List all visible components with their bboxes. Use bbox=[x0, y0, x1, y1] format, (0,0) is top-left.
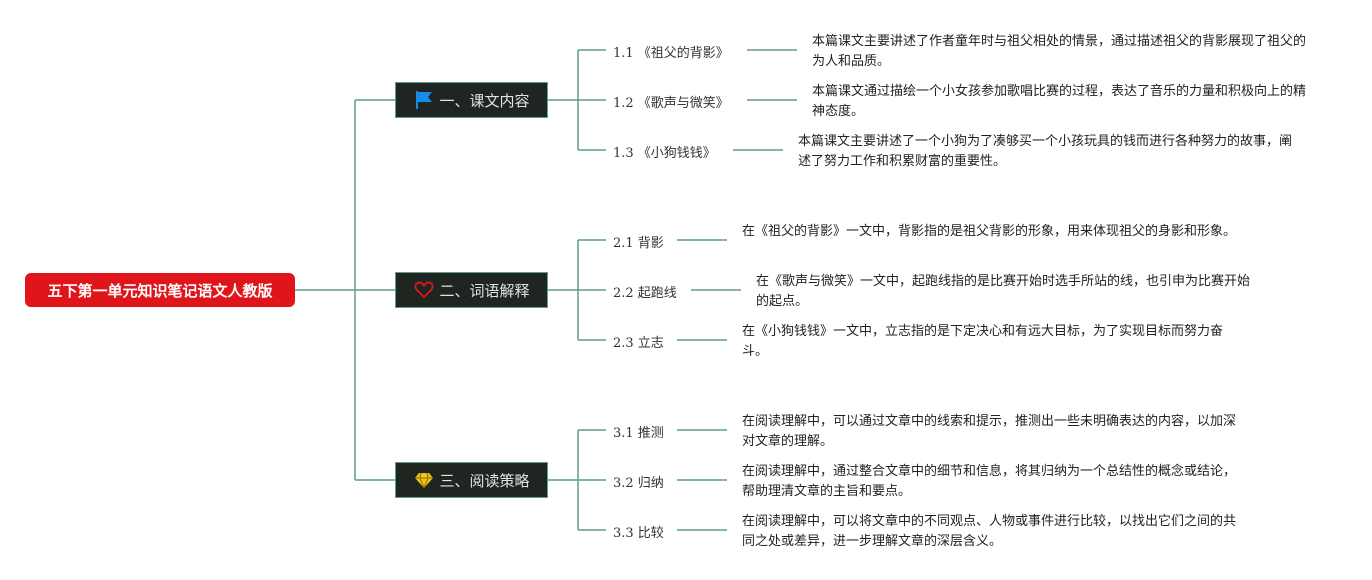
heart-icon bbox=[413, 279, 435, 301]
leaf-2-3[interactable]: 2.3 立志 bbox=[613, 336, 664, 351]
leaf-1-3[interactable]: 1.3 《小狗钱钱》 bbox=[613, 146, 716, 161]
desc-3-2: 在阅读理解中，通过整合文章中的细节和信息，将其归纳为一个总结性的概念或结论，帮助… bbox=[742, 464, 1237, 499]
branch-lesson-content[interactable]: 一、课文内容 bbox=[395, 82, 548, 118]
leaf-3-1[interactable]: 3.1 推测 bbox=[613, 426, 664, 441]
leaf-3-2[interactable]: 3.2 归纳 bbox=[613, 476, 664, 491]
branch-label: 三、阅读策略 bbox=[439, 471, 530, 490]
branch-vocabulary[interactable]: 二、词语解释 bbox=[395, 272, 548, 308]
desc-1-2: 本篇课文通过描绘一个小女孩参加歌唱比赛的过程，表达了音乐的力量和积极向上的精神态… bbox=[812, 84, 1307, 119]
leaf-1-1[interactable]: 1.1 《祖父的背影》 bbox=[613, 46, 729, 61]
branch-label: 二、词语解释 bbox=[439, 281, 530, 300]
leaf-1-2[interactable]: 1.2 《歌声与微笑》 bbox=[613, 96, 729, 111]
desc-1-3: 本篇课文主要讲述了一个小狗为了凑够买一个小孩玩具的钱而进行各种努力的故事，阐述了… bbox=[798, 134, 1293, 169]
flag-icon bbox=[413, 89, 435, 111]
desc-3-1: 在阅读理解中，可以通过文章中的线索和提示，推测出一些未明确表达的内容，以加深对文… bbox=[742, 414, 1237, 449]
leaf-2-2[interactable]: 2.2 起跑线 bbox=[613, 286, 677, 301]
branch-reading-strategy[interactable]: 三、阅读策略 bbox=[395, 462, 548, 498]
root-title: 五下第一单元知识笔记语文人教版 bbox=[47, 281, 273, 300]
leaf-2-1[interactable]: 2.1 背影 bbox=[613, 236, 664, 251]
leaf-3-3[interactable]: 3.3 比较 bbox=[613, 526, 664, 541]
desc-3-3: 在阅读理解中，可以将文章中的不同观点、人物或事件进行比较，以找出它们之间的共同之… bbox=[742, 514, 1237, 549]
desc-2-3: 在《小狗钱钱》一文中，立志指的是下定决心和有远大目标，为了实现目标而努力奋斗。 bbox=[742, 324, 1224, 359]
desc-2-1: 在《祖父的背影》一文中，背影指的是祖父背影的形象，用来体现祖父的身影和形象。 bbox=[742, 224, 1237, 239]
root-topic[interactable]: 五下第一单元知识笔记语文人教版 bbox=[25, 273, 295, 307]
desc-1-1: 本篇课文主要讲述了作者童年时与祖父相处的情景，通过描述祖父的背影展现了祖父的为人… bbox=[812, 34, 1307, 69]
desc-2-2: 在《歌声与微笑》一文中，起跑线指的是比赛开始时选手所站的线，也引申为比赛开始的起… bbox=[756, 274, 1251, 309]
diamond-icon bbox=[413, 469, 435, 491]
branch-label: 一、课文内容 bbox=[439, 91, 530, 110]
